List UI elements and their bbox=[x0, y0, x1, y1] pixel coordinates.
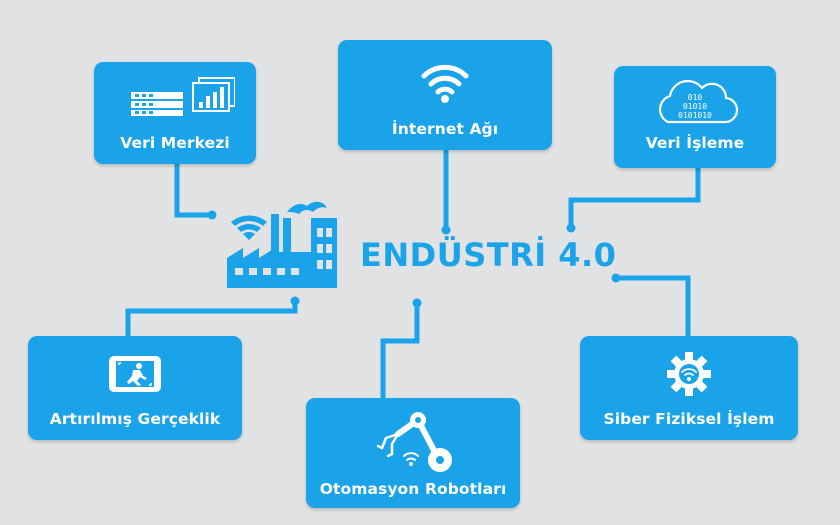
robot-arm-icon bbox=[376, 412, 452, 472]
node-internet-agi: İnternet Ağı bbox=[338, 40, 552, 150]
binary-text: 0101010 bbox=[678, 111, 712, 120]
connector-otomasyon-robotlari bbox=[380, 300, 420, 405]
connector-dot bbox=[290, 296, 300, 306]
node-label: Otomasyon Robotları bbox=[319, 480, 507, 498]
node-artirilmis-gerceklik: Artırılmış Gerçeklik bbox=[28, 336, 242, 440]
connector-siber-fiziksel-islem bbox=[613, 275, 691, 339]
connector-dot bbox=[207, 210, 217, 220]
node-label: Veri İşleme bbox=[645, 134, 745, 152]
connector-veri-merkezi bbox=[174, 161, 215, 218]
factory-wifi-icon bbox=[227, 201, 337, 288]
node-label: Veri Merkezi bbox=[120, 134, 230, 152]
node-otomasyon-robotlari: Otomasyon Robotları bbox=[306, 398, 520, 508]
binary-text: 01010 bbox=[683, 102, 707, 111]
cloud-binary-icon: 010 01010 0101010 bbox=[658, 79, 739, 124]
tablet-ar-icon bbox=[109, 356, 161, 392]
connector-dot bbox=[566, 223, 576, 233]
connector-dot bbox=[441, 225, 451, 235]
node-label: İnternet Ağı bbox=[391, 120, 499, 138]
node-siber-fiziksel-islem: Siber Fiziksel İşlem bbox=[580, 336, 798, 440]
gear-wifi-icon bbox=[667, 352, 711, 396]
binary-text: 010 bbox=[688, 93, 703, 102]
server-chart-icon bbox=[131, 77, 235, 116]
wifi-icon bbox=[421, 64, 469, 103]
node-label: Artırılmış Gerçeklik bbox=[49, 410, 221, 428]
connector-veri-isleme bbox=[568, 165, 701, 231]
node-label: Siber Fiziksel İşlem bbox=[603, 410, 775, 428]
connector-dot bbox=[412, 298, 422, 308]
connector-artirilmis-gerceklik bbox=[125, 298, 298, 339]
diagram-title: ENDÜSTRİ 4.0 bbox=[360, 236, 617, 274]
node-veri-isleme: 010 01010 0101010 Veri İşleme bbox=[614, 66, 776, 168]
connector-dot bbox=[611, 273, 621, 283]
node-veri-merkezi: Veri Merkezi bbox=[94, 62, 256, 164]
